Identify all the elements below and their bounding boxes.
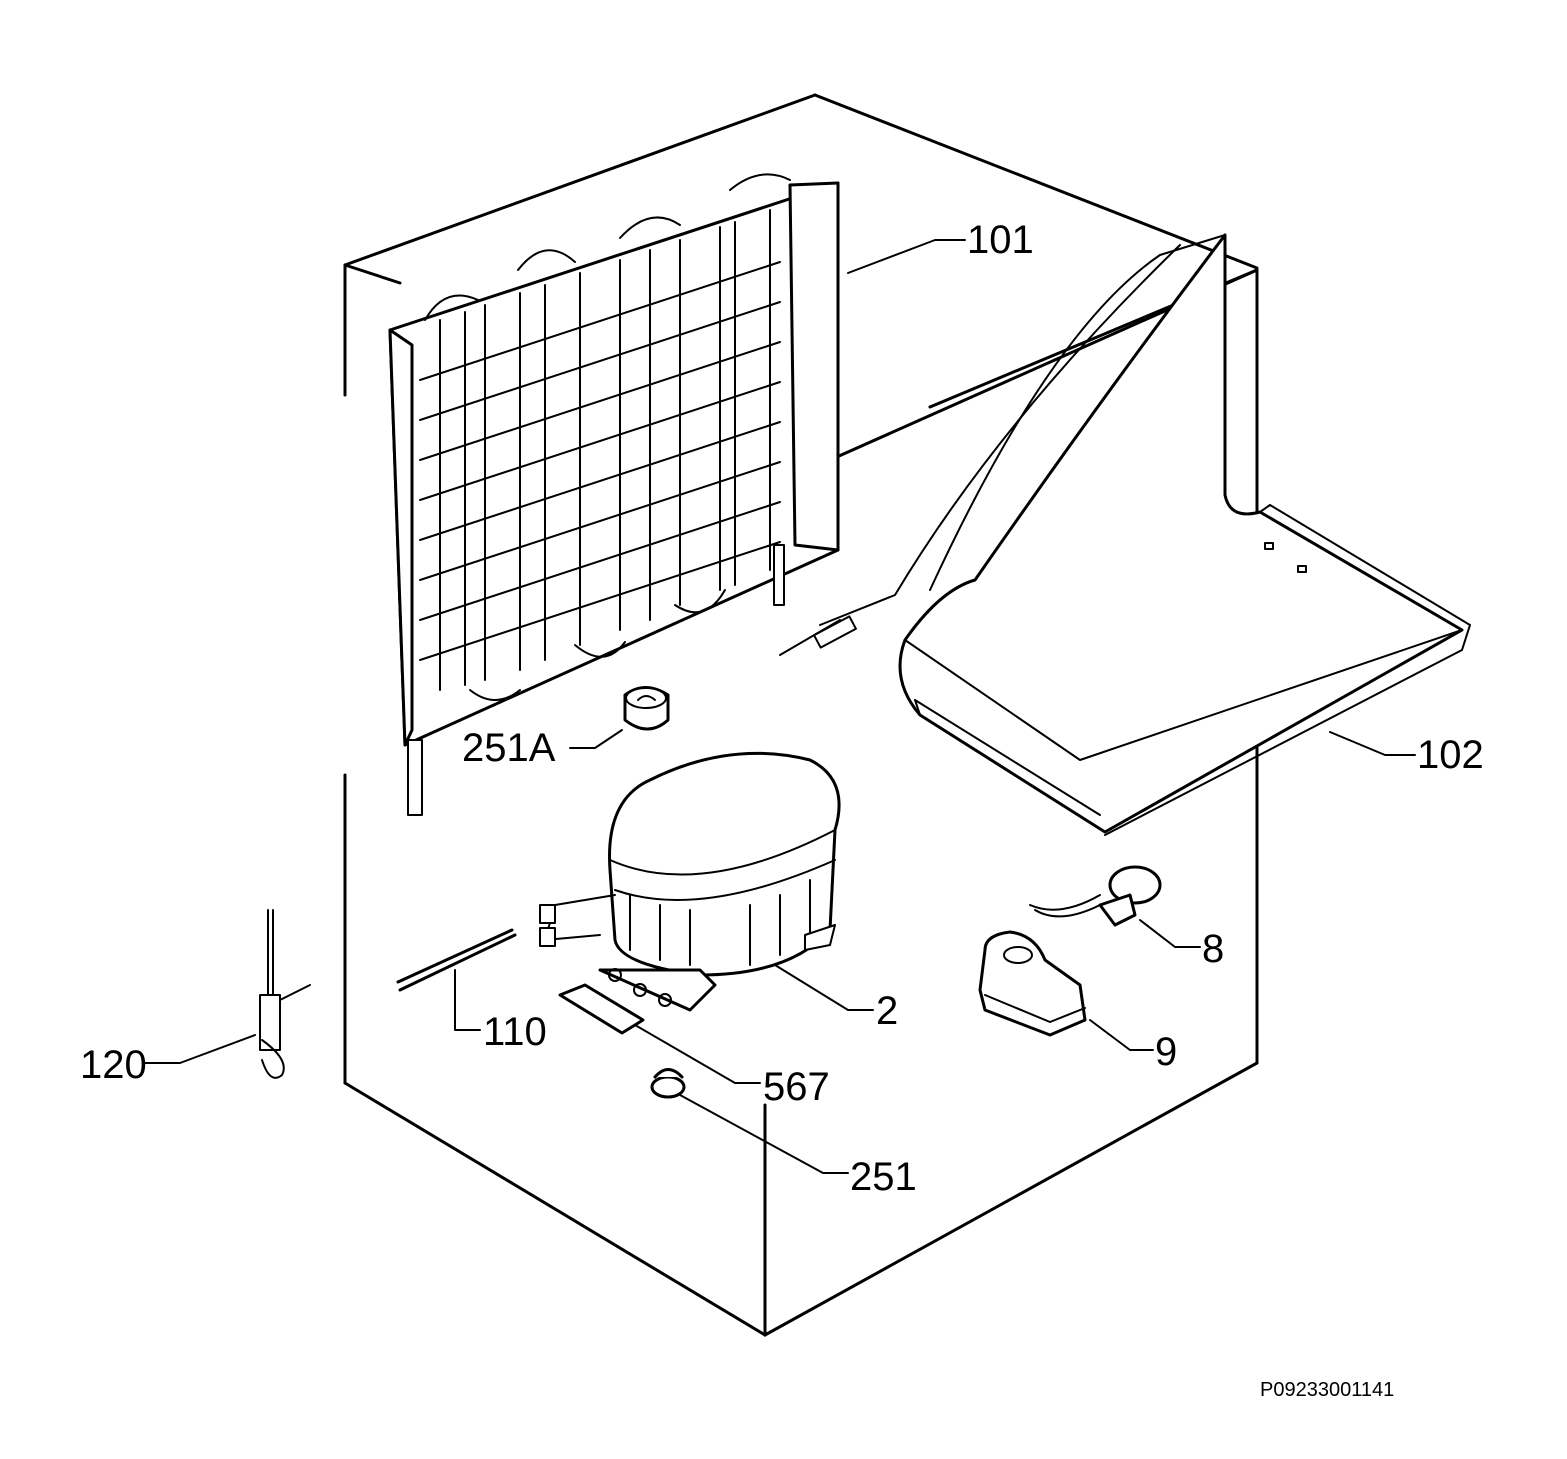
condenser-outlet-pipe xyxy=(407,739,423,816)
callout-102: 102 xyxy=(1417,733,1484,777)
condenser-fins xyxy=(419,261,781,661)
rubber-foot-251 xyxy=(650,1068,686,1099)
leader-101 xyxy=(847,239,966,274)
condenser-inlet-pipe xyxy=(773,544,785,606)
callout-101: 101 xyxy=(967,218,1034,262)
start-relay-9 xyxy=(978,930,1087,1037)
leader-102 xyxy=(1329,731,1416,756)
leader-251 xyxy=(679,1094,849,1174)
service-valve-120 xyxy=(259,909,311,1079)
rubber-grommet-251a xyxy=(623,686,670,731)
evaporator-tray xyxy=(779,233,1471,836)
condenser-bends xyxy=(424,173,791,701)
leader-567 xyxy=(634,1024,761,1084)
leader-120 xyxy=(144,1034,256,1064)
callout-120: 120 xyxy=(80,1043,147,1087)
leader-251a xyxy=(569,729,623,749)
callout-8: 8 xyxy=(1202,927,1224,971)
callout-251: 251 xyxy=(850,1155,917,1199)
leader-9 xyxy=(1089,1019,1154,1051)
callout-567: 567 xyxy=(763,1065,830,1109)
mounting-plate-567 xyxy=(558,983,645,1035)
compressor xyxy=(539,751,841,1012)
leader-2 xyxy=(774,964,874,1011)
thermal-protector-8 xyxy=(1029,865,1162,927)
callout-9: 9 xyxy=(1155,1030,1177,1074)
process-tube-110 xyxy=(398,933,517,992)
callout-110: 110 xyxy=(483,1010,547,1054)
callout-251a: 251A xyxy=(462,726,556,770)
leader-8 xyxy=(1139,919,1201,948)
leader-lines xyxy=(144,239,1416,1174)
filter-drier xyxy=(813,615,857,649)
callout-labels: 101 102 251A 2 8 9 110 120 567 251 xyxy=(80,218,1484,1199)
callout-2: 2 xyxy=(876,989,898,1033)
condenser-tubes xyxy=(439,209,771,691)
condenser-coil xyxy=(388,173,840,816)
cabinet-outline xyxy=(343,93,1259,1337)
leader-110 xyxy=(454,969,481,1031)
reference-code: P09233001141 xyxy=(1260,1379,1394,1401)
